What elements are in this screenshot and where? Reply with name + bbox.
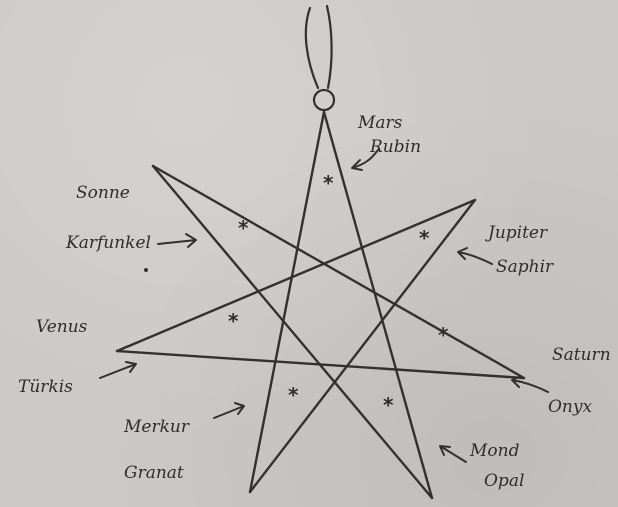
star-edge-6	[153, 166, 432, 498]
hanging-cord-right	[327, 6, 332, 88]
heptagram-lines	[117, 112, 524, 498]
label-upper-right: Jupiter Saphir	[485, 223, 554, 277]
label-right-line-2: Onyx	[548, 397, 592, 417]
star-mark-lower-right: *	[383, 393, 394, 417]
arrow-lower-right	[440, 446, 466, 462]
label-left-line-2: Türkis	[18, 377, 73, 397]
pointer-arrows	[100, 150, 548, 462]
star-mark-left: *	[228, 309, 239, 333]
arrow-lower-left	[214, 403, 244, 418]
label-right-line-1: Saturn	[552, 345, 611, 365]
star-mark-upper-left: *	[238, 216, 249, 240]
star-mark-lower-left: *	[288, 383, 299, 407]
label-upper-left: Sonne Karfunkel	[65, 183, 151, 253]
star-mark-right: *	[438, 323, 449, 347]
label-lower-right-line-2: Opal	[484, 471, 524, 491]
label-upper-right-line-2: Saphir	[496, 257, 554, 277]
label-top: Mars Rubin	[357, 113, 421, 157]
arrow-right	[512, 376, 548, 392]
hanging-cord-left	[306, 8, 318, 88]
star-edge-1	[250, 112, 324, 492]
label-lower-left-line-2: Granat	[124, 463, 184, 483]
label-lower-right: Mond Opal	[469, 441, 524, 491]
label-left-line-1: Venus	[36, 317, 88, 337]
star-edge-7	[324, 112, 432, 498]
label-left: Venus Türkis	[18, 317, 88, 397]
label-top-line-2: Rubin	[369, 137, 421, 157]
stray-ink-dot	[144, 268, 148, 272]
label-lower-right-line-1: Mond	[469, 441, 520, 461]
label-upper-right-line-1: Jupiter	[485, 223, 548, 243]
star-edge-3	[117, 200, 475, 351]
star-mark-upper-right: *	[419, 226, 430, 250]
arrow-upper-left	[158, 234, 196, 247]
label-lower-left-line-1: Merkur	[123, 417, 190, 437]
label-upper-left-line-1: Sonne	[76, 183, 130, 203]
star-edge-5	[153, 166, 524, 378]
hanging-loop	[314, 90, 334, 110]
label-right: Saturn Onyx	[548, 345, 611, 417]
label-top-line-1: Mars	[357, 113, 403, 133]
star-mark-top: *	[323, 171, 334, 195]
arrow-left	[100, 362, 136, 378]
arrow-upper-right	[458, 248, 492, 264]
label-upper-left-line-2: Karfunkel	[65, 233, 151, 253]
label-lower-left: Merkur Granat	[123, 417, 190, 483]
